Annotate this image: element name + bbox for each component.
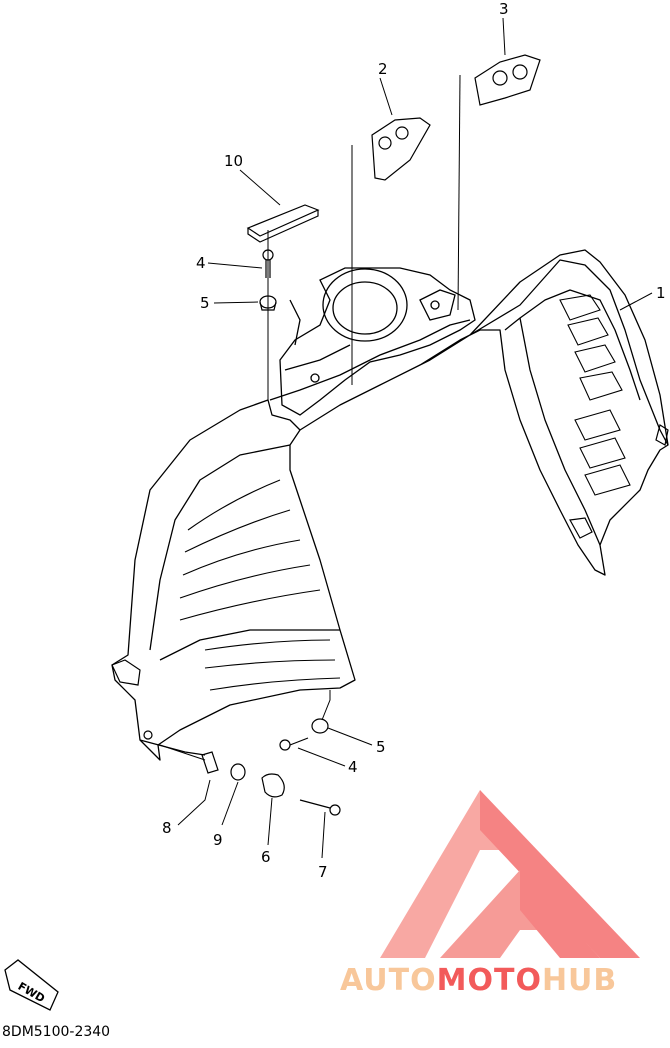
watermark-part-moto: MOTO [437, 963, 542, 998]
callout-7: 7 [318, 863, 328, 881]
leader-lines [159, 17, 653, 859]
watermark-part-hub: HUB [542, 963, 617, 998]
watermark-part-auto: AUTO [340, 963, 437, 998]
right-vent-slots [559, 294, 631, 496]
callout-5-lower: 5 [376, 738, 386, 756]
rear-fender-body [111, 249, 669, 761]
callout-3: 3 [499, 0, 509, 18]
callout-1: 1 [656, 284, 666, 302]
watermark-text: AUTOMOTOHUB [340, 963, 617, 998]
fwd-arrow-icon: FWD [4, 959, 59, 1011]
callout-5-upper: 5 [200, 294, 210, 312]
center-bracket [279, 267, 476, 416]
callout-4-upper: 4 [196, 254, 206, 272]
callout-2: 2 [378, 60, 388, 78]
plate-part-2 [371, 117, 431, 181]
left-vent-slots [179, 479, 341, 691]
callout-6: 6 [261, 848, 271, 866]
mount-tabs [111, 424, 669, 740]
callout-10: 10 [224, 152, 243, 170]
callout-9: 9 [213, 831, 223, 849]
hardware [201, 249, 341, 816]
plate-part-3 [474, 54, 541, 106]
callout-8: 8 [162, 819, 172, 837]
pad-part-10 [246, 204, 320, 243]
watermark-logo-icon [380, 790, 640, 958]
part-code: 8DM5100-2340 [2, 1024, 110, 1040]
callout-4-lower: 4 [348, 758, 358, 776]
